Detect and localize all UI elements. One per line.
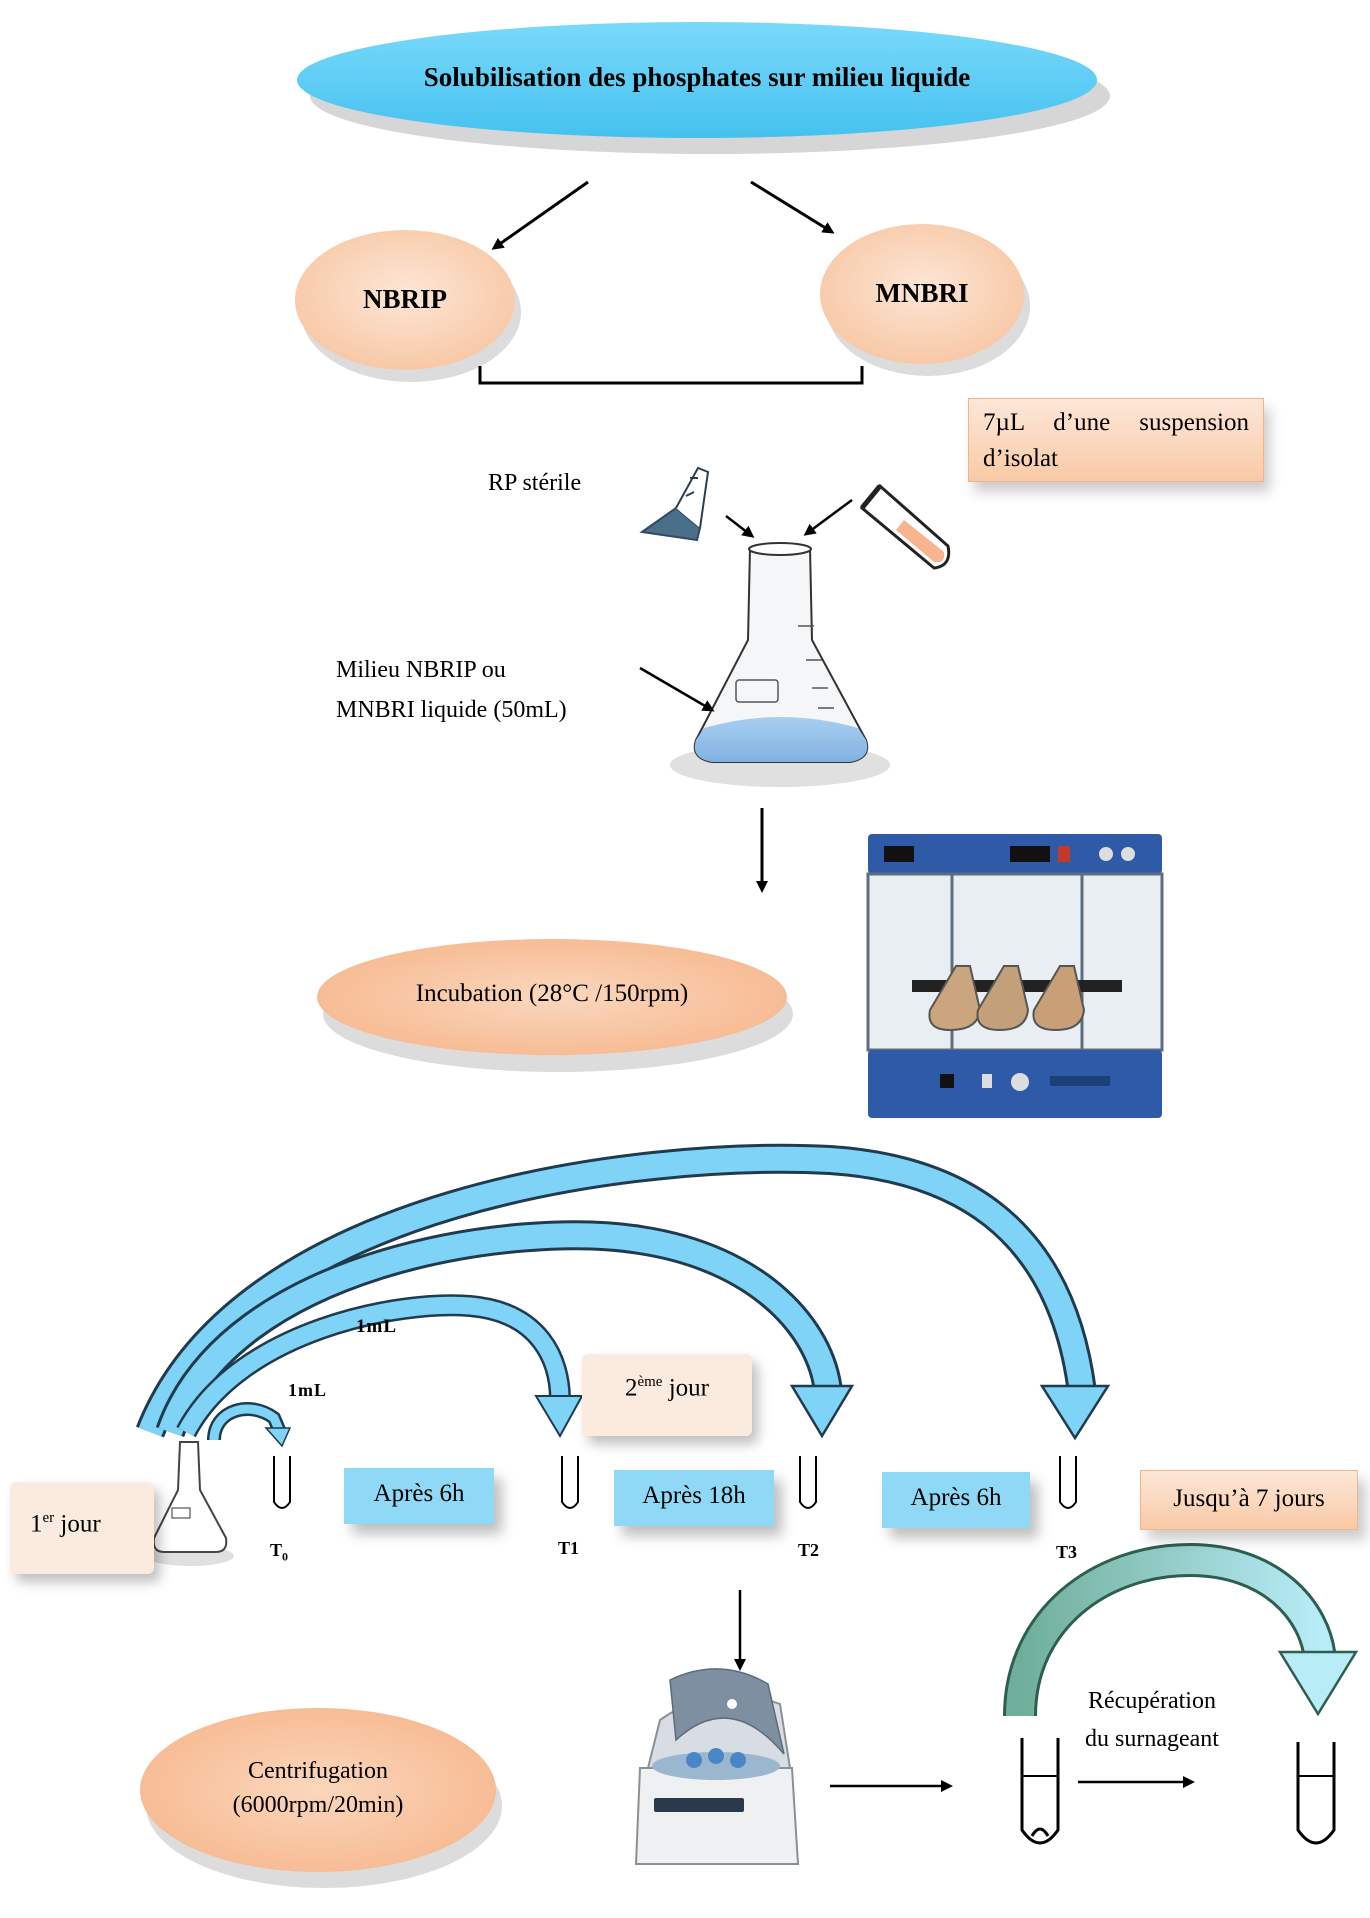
arrow-milieu-to-flask (639, 666, 715, 712)
centrifugation-ellipse (140, 1708, 496, 1872)
rp-sterile-label: RP stérile (488, 470, 582, 496)
day1-prefix: 1 (30, 1510, 43, 1538)
tube-t0-letter: T (270, 1540, 283, 1560)
day2-prefix: 2 (624, 1374, 638, 1402)
milieu-label: Milieu NBRIP ou MNBRI liquide (50mL) (336, 650, 567, 730)
recovery-label: Récupération du surnageant (1062, 1682, 1242, 1758)
small-flask-icon (146, 1441, 234, 1566)
incubation-label: Incubation (28°C /150rpm) (415, 980, 689, 1007)
day1-box: 1er jour (10, 1482, 154, 1574)
suspension-box: 7µL d’une suspension d’isolat (968, 398, 1264, 482)
incubator-shaker-icon (866, 834, 1164, 1118)
interval-label-2: Après 18h (642, 1482, 746, 1509)
arrow-rp-to-flask (725, 515, 755, 538)
until-label: Jusqu’à 7 jours (1173, 1485, 1325, 1512)
mnbri-ellipse (820, 224, 1024, 364)
interval-box-3: Après 6h (882, 1472, 1030, 1528)
suspension-label: 7µL d’une suspension d’isolat (983, 409, 1249, 472)
centrifugation-line1: Centrifugation (248, 1758, 388, 1784)
nbrip-label: NBRIP (362, 284, 447, 314)
day2-box: 2ème jour (582, 1354, 752, 1436)
arrow-to-mnbri (750, 180, 835, 234)
volume-label-inner: 1mL (288, 1380, 327, 1400)
centrifugation-line2: (6000rpm/20min) (232, 1792, 404, 1818)
tube-t0-sub: 0 (282, 1549, 289, 1564)
arrow-to-nbrip (491, 180, 589, 250)
interval-label-1: Après 6h (373, 1480, 465, 1507)
interval-box-2: Après 18h (614, 1470, 774, 1526)
sampling-arc-t1 (176, 1294, 584, 1439)
interval-label-3: Après 6h (910, 1484, 1002, 1511)
until-box: Jusqu’à 7 jours (1140, 1470, 1358, 1530)
sampling-arc-t2 (155, 1220, 855, 1439)
tube-t1 (561, 1456, 579, 1509)
arrow-suspension-to-flask (803, 498, 853, 536)
tube-t0-label: T0 (270, 1540, 288, 1565)
recovery-arc (1003, 1542, 1359, 1717)
day2-sup: ème (637, 1374, 663, 1390)
suspension-tube-icon (859, 483, 951, 570)
recovery-line1: Récupération (1088, 1688, 1216, 1714)
tube-t3 (1059, 1456, 1077, 1509)
recovery-line2: du surnageant (1085, 1726, 1219, 1752)
media-bracket (478, 366, 864, 385)
sampling-arc-t0 (207, 1402, 292, 1448)
incubation-ellipse (317, 939, 787, 1055)
centrifuge-icon (634, 1668, 800, 1865)
tube-t1-label: T1 (558, 1538, 580, 1558)
volume-label-outer: 1mL (356, 1316, 397, 1337)
tube-t3-label: T3 (1056, 1542, 1078, 1562)
mnbri-label: MNBRI (875, 278, 969, 308)
pellet-tube-icon (1020, 1738, 1060, 1845)
day1-sup: er (42, 1510, 55, 1526)
interval-box-1: Après 6h (344, 1468, 494, 1524)
title-ellipse (297, 22, 1097, 138)
centrifugation-label: Centrifugation (6000rpm/20min) (140, 1754, 496, 1822)
milieu-label-line2: MNBRI liquide (50mL) (336, 697, 567, 723)
day1-suffix: jour (54, 1510, 101, 1538)
nbrip-ellipse (295, 230, 515, 370)
rp-tube-icon (639, 466, 710, 542)
milieu-label-line1: Milieu NBRIP ou (336, 657, 506, 683)
tube-t2-label: T2 (798, 1540, 820, 1560)
page-title: Solubilisation des phosphates sur milieu… (423, 62, 971, 92)
tube-t0 (273, 1456, 291, 1509)
flask-icon (670, 542, 890, 787)
day2-suffix: jour (662, 1374, 709, 1402)
tube-t2 (799, 1456, 817, 1509)
sampling-arc-t3 (136, 1143, 1111, 1441)
supernatant-tube-icon (1296, 1742, 1336, 1845)
